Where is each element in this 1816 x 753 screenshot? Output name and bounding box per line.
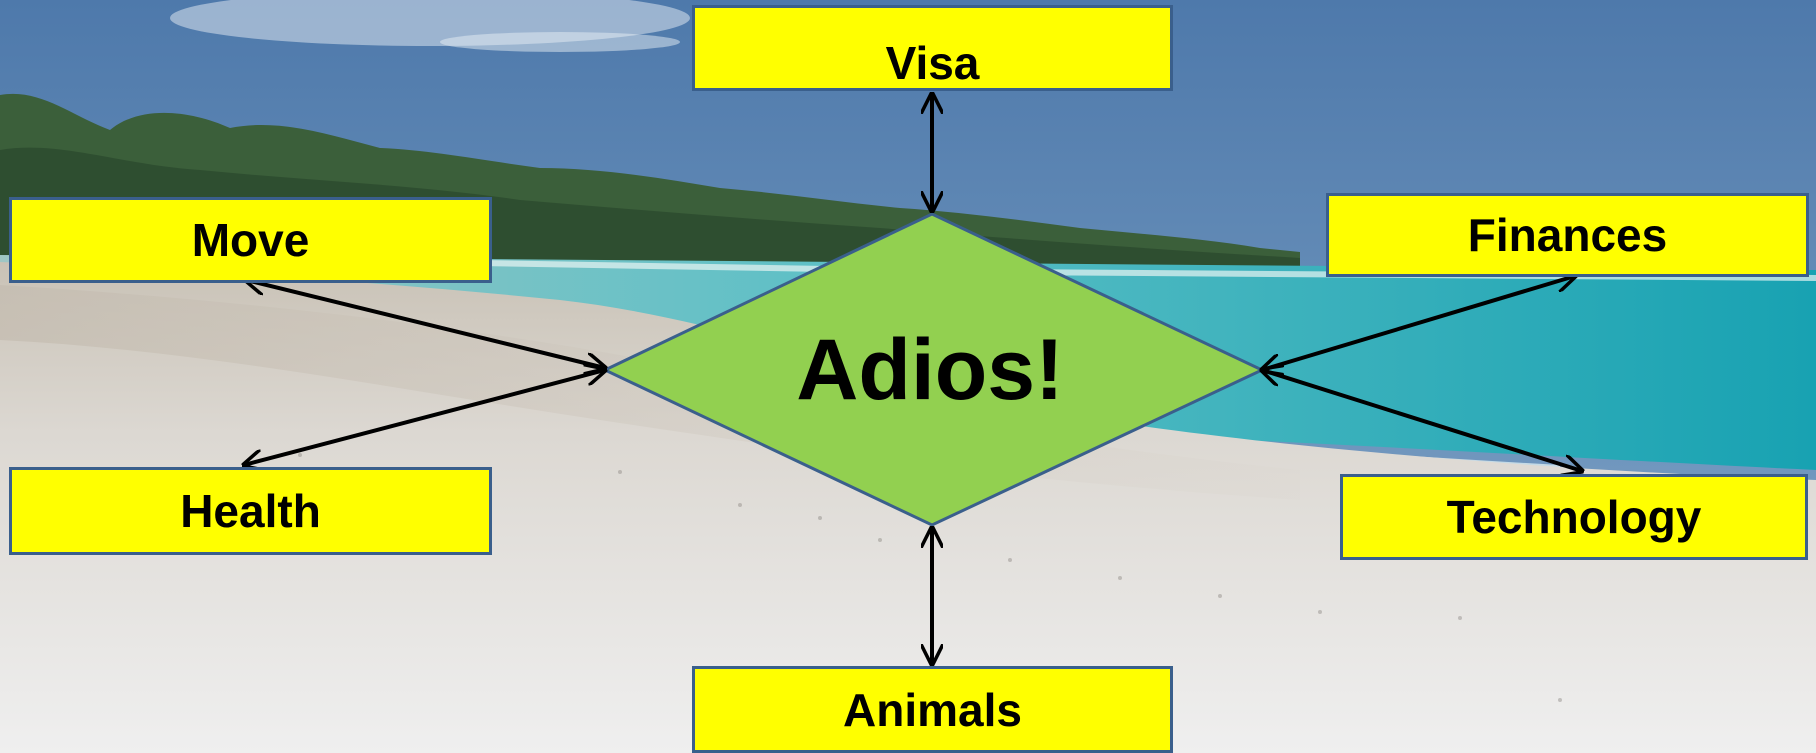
- center-diamond: [601, 212, 1266, 527]
- connector-health: [244, 370, 605, 465]
- connector-finances: [1262, 276, 1575, 370]
- node-visa: Visa: [692, 5, 1173, 91]
- connector-technology: [1262, 370, 1582, 471]
- node-move: Move: [9, 197, 492, 283]
- node-finances: Finances: [1326, 193, 1809, 277]
- node-health: Health: [9, 467, 492, 555]
- node-technology: Technology: [1340, 474, 1808, 560]
- center-label: Adios!: [796, 322, 1064, 418]
- node-animals: Animals: [692, 666, 1173, 753]
- connector-move: [246, 280, 605, 368]
